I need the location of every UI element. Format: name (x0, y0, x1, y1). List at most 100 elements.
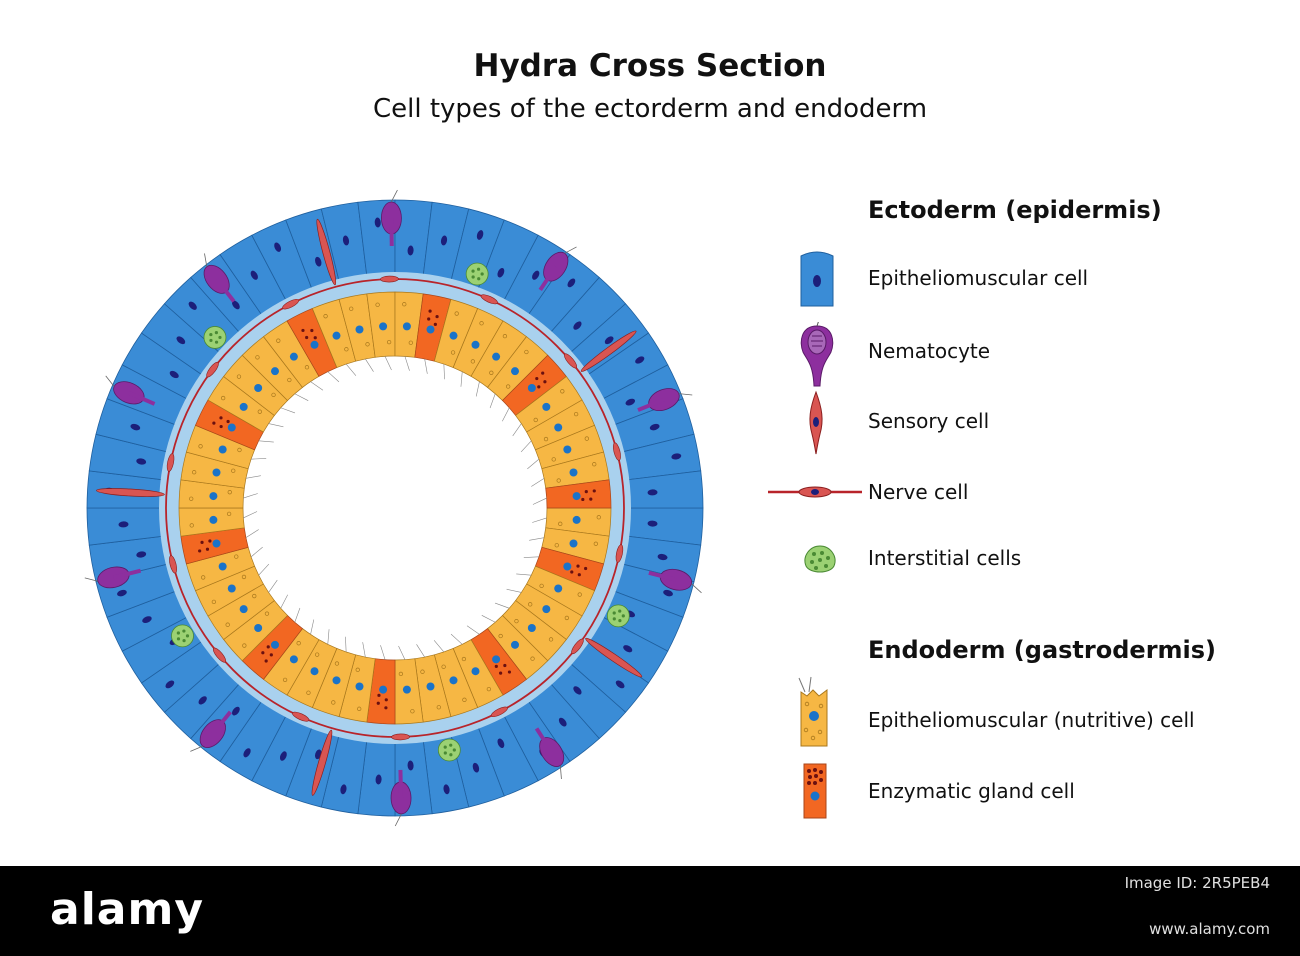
endoderm-nucleus (449, 331, 458, 340)
endoderm-nucleus (554, 584, 563, 593)
flagellum (529, 537, 545, 541)
vacuole (489, 370, 494, 375)
endoderm-nucleus (239, 605, 248, 614)
ectoderm-nucleus (647, 520, 658, 527)
gland-granule (584, 566, 588, 571)
endoderm-nucleus (402, 685, 411, 694)
flagellum (365, 358, 374, 372)
watermark-site: www.alamy.com (1149, 920, 1270, 938)
nematocyte-stalk (637, 397, 665, 412)
vacuole (201, 575, 206, 580)
vacuole (234, 554, 239, 559)
ectoderm-nucleus (647, 489, 658, 496)
flagellum (250, 546, 263, 558)
gland-granule (261, 651, 265, 655)
gland-granule (535, 376, 539, 381)
gland-granule (576, 564, 580, 568)
vacuole (334, 661, 340, 666)
vacuole (558, 521, 563, 526)
legend-label-gland-cell: Enzymatic gland cell (868, 779, 1075, 803)
nematocyte-stalk (648, 570, 677, 582)
interstitial-dot (176, 631, 180, 635)
flagellum (532, 497, 547, 505)
vacuole (296, 641, 301, 646)
ectoderm-nucleus (232, 300, 240, 310)
endoderm-nucleus (542, 605, 551, 614)
flagellum (268, 423, 284, 428)
flagellum (466, 625, 480, 635)
vacuole (461, 656, 467, 662)
flagellum (243, 493, 258, 499)
flagellum (251, 458, 267, 460)
gland-granule (305, 335, 309, 340)
endoderm-nucleus (511, 367, 520, 376)
flagellum (245, 475, 261, 479)
watermark-logo: alamy (50, 884, 204, 935)
gland-granule (494, 664, 498, 668)
ectoderm-nucleus (497, 268, 505, 278)
gland-granule (269, 653, 273, 657)
flagellum (258, 563, 270, 576)
nerve-cell-body (282, 298, 300, 310)
gland-granule (589, 497, 593, 501)
vacuole (271, 392, 276, 398)
interstitial-dot (452, 748, 456, 752)
nerve-cell-body (571, 638, 584, 655)
gland-granule (384, 698, 388, 702)
gland-granule (433, 322, 437, 326)
gland-granule (499, 671, 503, 675)
vacuole (470, 359, 476, 364)
vacuole (551, 457, 556, 462)
ectoderm-nucleus (279, 751, 287, 761)
ectoderm-nucleus (243, 748, 251, 758)
ectoderm-nucleus (165, 680, 175, 689)
interstitial-dot (176, 637, 181, 641)
flagellum (424, 358, 428, 374)
ectoderm-nucleus (615, 680, 625, 689)
ectoderm-nucleus (118, 521, 129, 528)
page-title: Hydra Cross Section (473, 48, 827, 84)
ectoderm-heading: Ectoderm (epidermis) (868, 196, 1162, 224)
flagellum (245, 529, 259, 538)
ectoderm-nucleus (476, 230, 484, 240)
ectoderm-nucleus (176, 336, 186, 345)
flagellum (494, 602, 510, 609)
vacuole (255, 355, 260, 360)
flagellum (506, 588, 522, 593)
gland-granule (541, 371, 545, 375)
watermark-bar (0, 866, 1300, 956)
legend-label-interstitial-cells: Interstitial cells (868, 546, 1022, 570)
ectoderm-nucleus (472, 762, 480, 773)
endoderm-nucleus (572, 492, 581, 501)
ectoderm-nucleus (136, 458, 147, 465)
ectoderm-nucleus (558, 717, 567, 727)
flagellum (258, 440, 274, 443)
cnidocil (394, 813, 402, 827)
gland-granule (503, 663, 507, 668)
vacuole (198, 444, 203, 449)
interstitial-cell (465, 262, 489, 286)
ectoderm-nucleus (635, 356, 645, 364)
flagellum (481, 615, 496, 623)
vacuole (524, 349, 529, 355)
vacuole (514, 618, 519, 624)
flagellum (512, 423, 522, 437)
flagellum (380, 645, 386, 660)
gland-granule (507, 670, 512, 674)
cnidocil (678, 393, 693, 396)
epitheliomuscular-cell-icon (800, 251, 834, 307)
vacuole (386, 339, 392, 345)
vacuole (349, 306, 354, 311)
vacuole (505, 384, 511, 389)
endoderm-nucleus (270, 640, 279, 649)
vacuole (596, 515, 601, 520)
vacuole (225, 622, 230, 627)
interstitial-cells-icon (804, 545, 836, 573)
endoderm-nucleus (527, 624, 536, 633)
legend-label-sensory-cell: Sensory cell (868, 409, 990, 433)
legend-label-nematocyte: Nematocyte (868, 339, 991, 363)
endoderm-nucleus (511, 640, 520, 649)
endoderm-nucleus (379, 322, 388, 331)
flagellum (384, 356, 392, 371)
vacuole (577, 592, 582, 597)
